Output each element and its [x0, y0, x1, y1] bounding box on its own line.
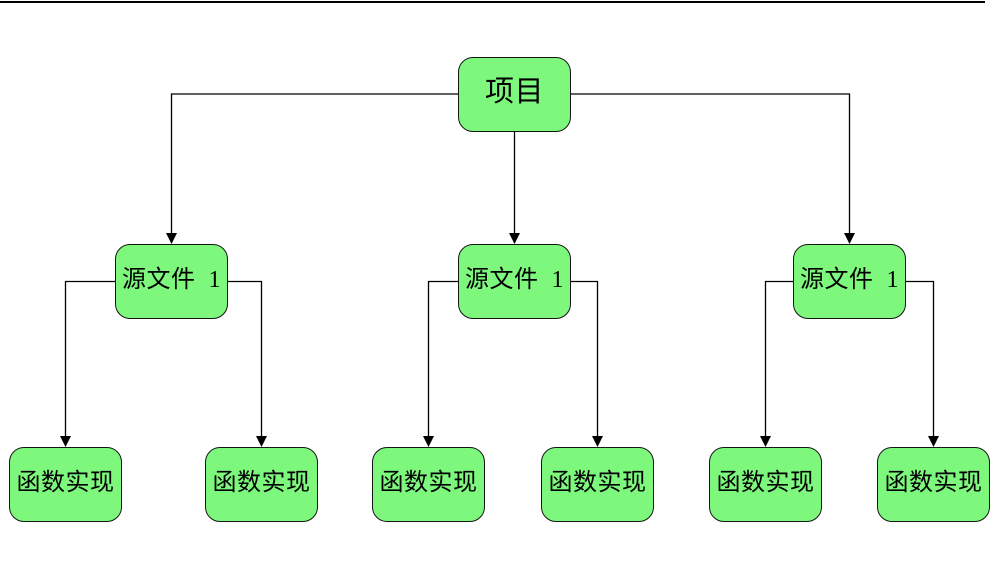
- node-label: 函数实现: [548, 469, 647, 496]
- node-label: 源文件 1: [800, 266, 899, 293]
- edge-project-to-source-file-1: [170, 93, 458, 233]
- node-func-impl-3[interactable]: 函数实现: [372, 447, 485, 522]
- edge-project-to-source-file-3: [571, 93, 851, 233]
- edge-source-file-2-to-func-impl-4: [571, 280, 599, 436]
- node-label: 函数实现: [212, 469, 311, 496]
- edge-arrowhead: [592, 436, 603, 447]
- node-source-file-1[interactable]: 源文件 1: [115, 244, 228, 319]
- node-label: 源文件 1: [465, 266, 564, 293]
- canvas-top-border-line: [0, 1, 985, 3]
- node-func-impl-1[interactable]: 函数实现: [9, 447, 122, 522]
- node-label: 源文件 1: [122, 266, 221, 293]
- node-source-file-3[interactable]: 源文件 1: [793, 244, 906, 319]
- edge-source-file-3-to-func-impl-6: [906, 280, 935, 436]
- edge-arrowhead: [760, 436, 771, 447]
- edge-arrowhead: [509, 233, 520, 244]
- node-label: 函数实现: [716, 469, 815, 496]
- node-label: 函数实现: [379, 469, 478, 496]
- node-label: 函数实现: [16, 469, 115, 496]
- edge-arrowhead: [166, 233, 177, 244]
- node-func-impl-6[interactable]: 函数实现: [877, 447, 990, 522]
- edge-arrowhead: [844, 233, 855, 244]
- edge-arrowhead: [928, 436, 939, 447]
- edge-arrowhead: [60, 436, 71, 447]
- edge-arrowhead: [256, 436, 267, 447]
- node-project[interactable]: 项目: [458, 57, 571, 132]
- edge-source-file-2-to-func-impl-3: [427, 280, 458, 436]
- edge-source-file-1-to-func-impl-2: [228, 280, 263, 436]
- edge-source-file-3-to-func-impl-5: [764, 280, 793, 436]
- edge-arrowhead: [423, 436, 434, 447]
- node-source-file-2[interactable]: 源文件 1: [458, 244, 571, 319]
- node-label: 函数实现: [884, 469, 983, 496]
- node-func-impl-4[interactable]: 函数实现: [541, 447, 654, 522]
- node-label: 项目: [484, 76, 544, 108]
- edge-source-file-1-to-func-impl-1: [64, 280, 115, 436]
- node-func-impl-5[interactable]: 函数实现: [709, 447, 822, 522]
- node-func-impl-2[interactable]: 函数实现: [205, 447, 318, 522]
